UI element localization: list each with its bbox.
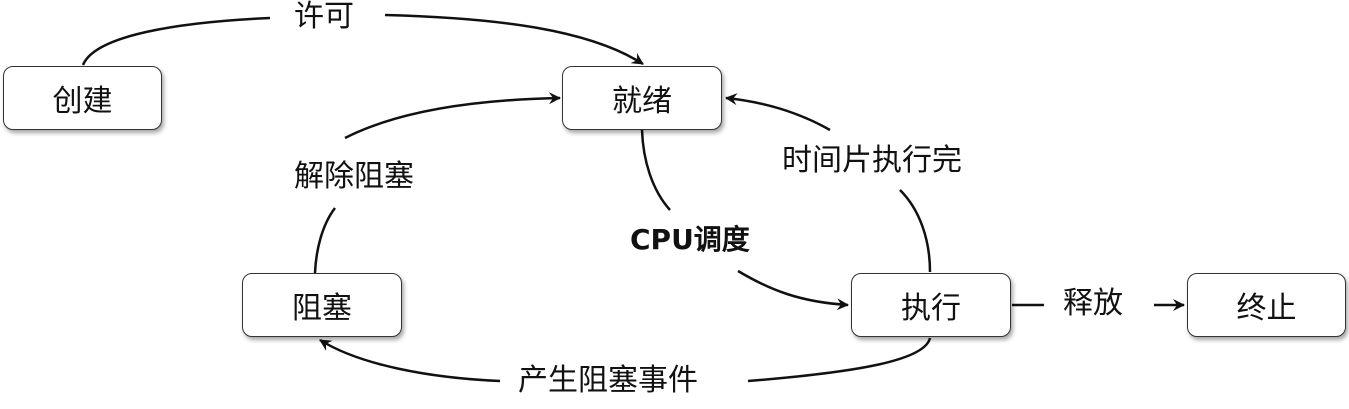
node-blocked-label: 阻塞	[292, 291, 352, 326]
edge-dispatch-line-a	[640, 129, 671, 211]
node-running-label: 执行	[901, 291, 961, 326]
edge-dispatch-arrow	[737, 269, 849, 311]
edge-label-release: 释放	[1063, 286, 1123, 321]
node-blocked: 阻塞	[242, 273, 402, 337]
edge-event-occurs-arrow	[344, 92, 561, 140]
edge-event-occurs-line-a	[313, 207, 336, 274]
node-ready: 就绪	[562, 66, 722, 130]
edge-label-timeout: 时间片执行完	[782, 143, 962, 178]
edge-event-wait-line-a	[747, 337, 932, 383]
node-terminated-label: 终止	[1236, 291, 1297, 326]
edge-label-admit: 许可	[294, 0, 354, 34]
edge-timeout-line-a	[899, 189, 932, 273]
node-ready-label: 就绪	[612, 84, 672, 119]
node-terminated: 终止	[1187, 273, 1346, 337]
edge-label-event-occurs: 解除阻塞	[294, 159, 414, 194]
edge-label-event-wait: 产生阻塞事件	[518, 363, 698, 398]
node-create-label: 创建	[52, 84, 113, 119]
edge-label-dispatch: CPU调度	[630, 223, 750, 256]
edge-admit-line-a	[81, 16, 271, 66]
node-create: 创建	[3, 66, 162, 130]
node-running: 执行	[851, 273, 1011, 337]
edge-timeout-arrow	[725, 93, 831, 132]
edge-admit-arrow	[384, 13, 644, 66]
edge-event-wait-arrow	[319, 338, 501, 383]
